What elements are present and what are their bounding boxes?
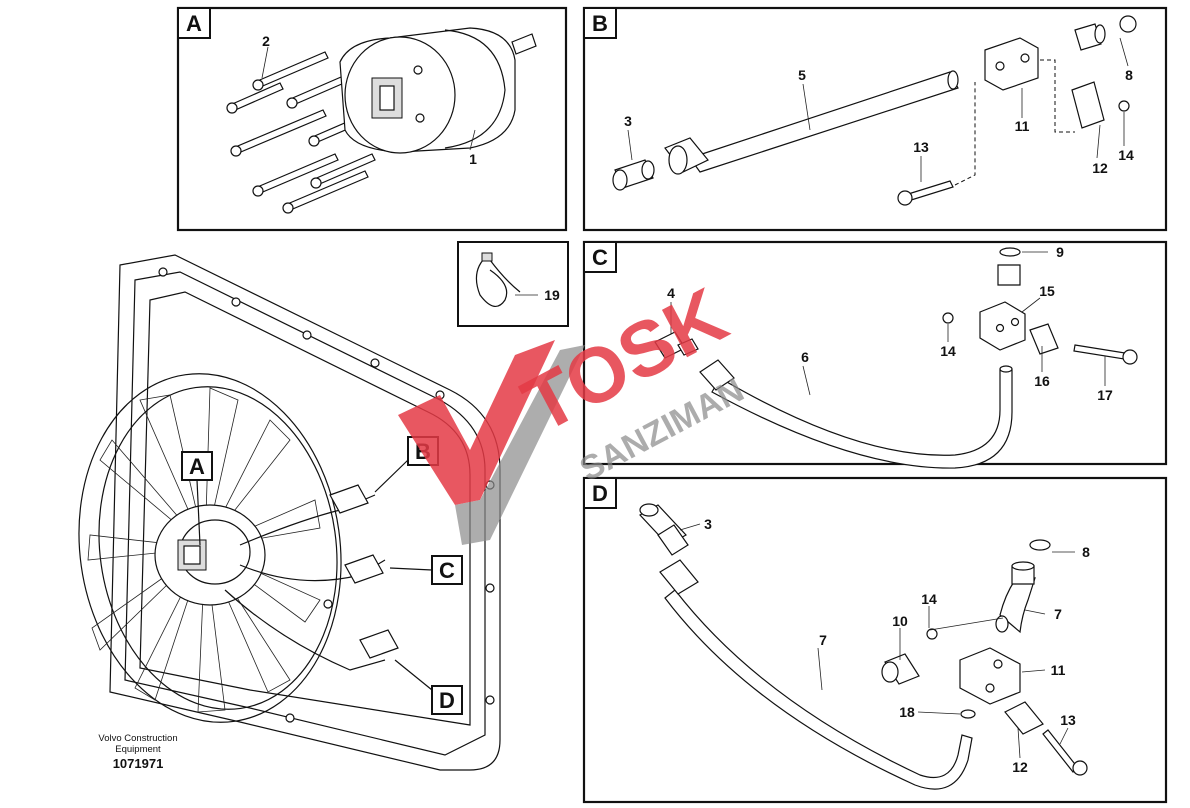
callout-a-1: 1 [469,151,477,167]
nipple-item-4 [654,331,699,359]
panel-b: B [582,6,1168,232]
callout-b-5: 5 [798,67,806,83]
fitting-item-8 [1074,15,1137,51]
block-item-11d [959,647,1021,705]
panel-d: D [582,476,1168,804]
panel-a-tag: A [186,11,202,36]
callout-b-3: 3 [624,113,632,129]
fan-blades [87,387,321,713]
callout-d-8: 8 [1082,544,1090,560]
callout-b-11: 11 [1015,118,1030,134]
panel-c-tag: C [592,245,608,270]
panel-cable-tie: 19 [457,241,569,327]
callout-b-12: 12 [1092,160,1108,176]
callout-b-13: 13 [913,139,929,155]
washer-item-14d [926,628,938,640]
fan-coupling-item-1 [339,27,537,154]
bolt-item-13d [1042,729,1088,776]
washer-item-14c [942,312,954,324]
panel-c: C [582,240,1168,469]
callout-a-2: 2 [262,33,270,49]
callout-d-7b: 7 [819,632,827,648]
pipe-item-7 [659,559,973,790]
callout-c-15: 15 [1039,283,1055,299]
bolt-item-13 [897,180,954,206]
overview-marker-a: A [189,454,205,479]
panel-d-tag: D [592,481,608,506]
callout-d-13: 13 [1060,712,1076,728]
callout-c-17: 17 [1097,387,1113,403]
callout-e-19: 19 [544,287,560,303]
plate-item-12 [1071,81,1105,129]
block-item-11 [984,37,1039,91]
drawing-number: 1071971 [113,756,164,771]
adapter-item-3d [639,503,689,556]
elbow-item-7 [995,539,1051,634]
adapter-item-3 [612,159,655,191]
callout-d-18: 18 [899,704,915,720]
callout-d-10: 10 [892,613,908,629]
callout-c-4: 4 [667,285,675,301]
callout-c-14: 14 [940,343,956,359]
caption-line1: Volvo Construction [98,733,177,744]
bolt-item-17 [1073,344,1138,365]
oring-item-18 [960,709,976,719]
plate-item-16 [1029,323,1059,355]
panel-a: A [176,6,568,232]
overview-marker-c: C [439,558,455,583]
pipe-item-5 [664,70,959,175]
washer-item-14 [1118,100,1130,112]
caption-line2: Equipment [115,744,161,755]
bolt-item-2 [226,51,376,214]
callout-d-11: 11 [1051,662,1066,678]
callout-d-3: 3 [704,516,712,532]
fitting-item-9 [997,247,1021,286]
callout-d-12: 12 [1012,759,1028,775]
callout-d-14: 14 [921,591,937,607]
callout-b-14: 14 [1118,147,1134,163]
pipe-item-6 [699,359,1013,469]
plate-item-12d [1004,701,1044,735]
sensor-item-10 [881,653,920,685]
overview-marker-d: D [439,688,455,713]
overview-fan-assembly: A B C D Volvo Construction Equipment 107… [78,254,501,771]
callout-c-6: 6 [801,349,809,365]
callout-c-16: 16 [1034,373,1050,389]
callout-d-7a: 7 [1054,606,1062,622]
callout-c-9: 9 [1056,244,1064,260]
callout-b-8: 8 [1125,67,1133,83]
panel-b-tag: B [592,11,608,36]
block-item-15 [979,301,1026,351]
cable-tie-item-19 [475,252,521,307]
